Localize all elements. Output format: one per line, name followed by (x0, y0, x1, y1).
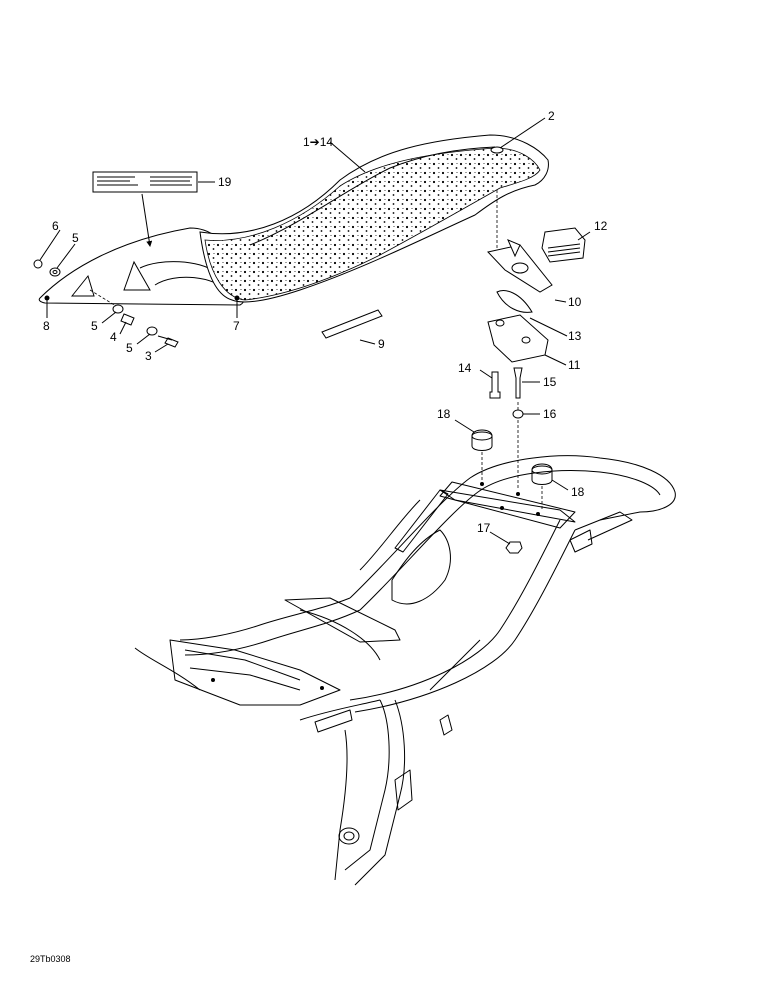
callouts: 1➔14 2 3 4 5 5 5 6 7 8 9 10 11 12 13 14 … (43, 109, 608, 535)
seat-cover-texture (204, 147, 541, 301)
warning-label (92, 171, 198, 247)
washer-5-lower (146, 326, 158, 336)
callout-9: 9 (378, 337, 385, 351)
nut-16 (512, 409, 524, 419)
seat-cover-emblem (490, 146, 504, 154)
callout-5b: 5 (126, 341, 133, 355)
seat-base-corner (70, 274, 95, 297)
callout-7: 7 (233, 319, 240, 333)
callout-8: 8 (43, 319, 50, 333)
stud-15 (513, 367, 523, 399)
nut-6 (33, 259, 43, 269)
washer-5-top (49, 267, 61, 277)
callout-18b: 18 (571, 485, 585, 499)
seat-strap (321, 309, 383, 339)
callout-5a: 5 (91, 319, 98, 333)
seat-hardware (33, 259, 179, 348)
callout-6: 6 (52, 219, 59, 233)
callout-11: 11 (568, 358, 581, 372)
leader-lines (39, 117, 591, 545)
bumpers (471, 429, 553, 554)
nut-17 (505, 541, 523, 554)
seat-assembly (38, 134, 549, 306)
callout-18a: 18 (437, 407, 451, 421)
callout-13: 13 (568, 329, 582, 343)
callout-5c: 5 (72, 231, 79, 245)
callout-3: 3 (145, 349, 152, 363)
seat-base-wedge (123, 260, 151, 291)
bolt-14 (489, 371, 501, 399)
callout-16: 16 (543, 407, 557, 421)
callout-12: 12 (594, 219, 608, 233)
seat-rear-fastener (234, 295, 240, 301)
seat-front-fastener (44, 295, 50, 301)
vehicle-frame (134, 452, 676, 886)
screw-3 (157, 335, 179, 348)
callout-15: 15 (543, 375, 557, 389)
figure-code: 29Tb0308 (30, 954, 71, 964)
callout-10: 10 (568, 295, 582, 309)
callout-17: 17 (477, 521, 491, 535)
spacer-4 (120, 313, 135, 326)
washer-5-upper (112, 304, 124, 314)
callout-19: 19 (218, 175, 232, 189)
gasket-13 (496, 290, 533, 313)
seat-latch-assembly (487, 190, 586, 490)
callout-14: 14 (458, 361, 472, 375)
callout-2: 2 (548, 109, 555, 123)
callout-4: 4 (110, 330, 117, 344)
callout-1-14: 1➔14 (303, 135, 333, 149)
latch-12 (541, 227, 586, 263)
